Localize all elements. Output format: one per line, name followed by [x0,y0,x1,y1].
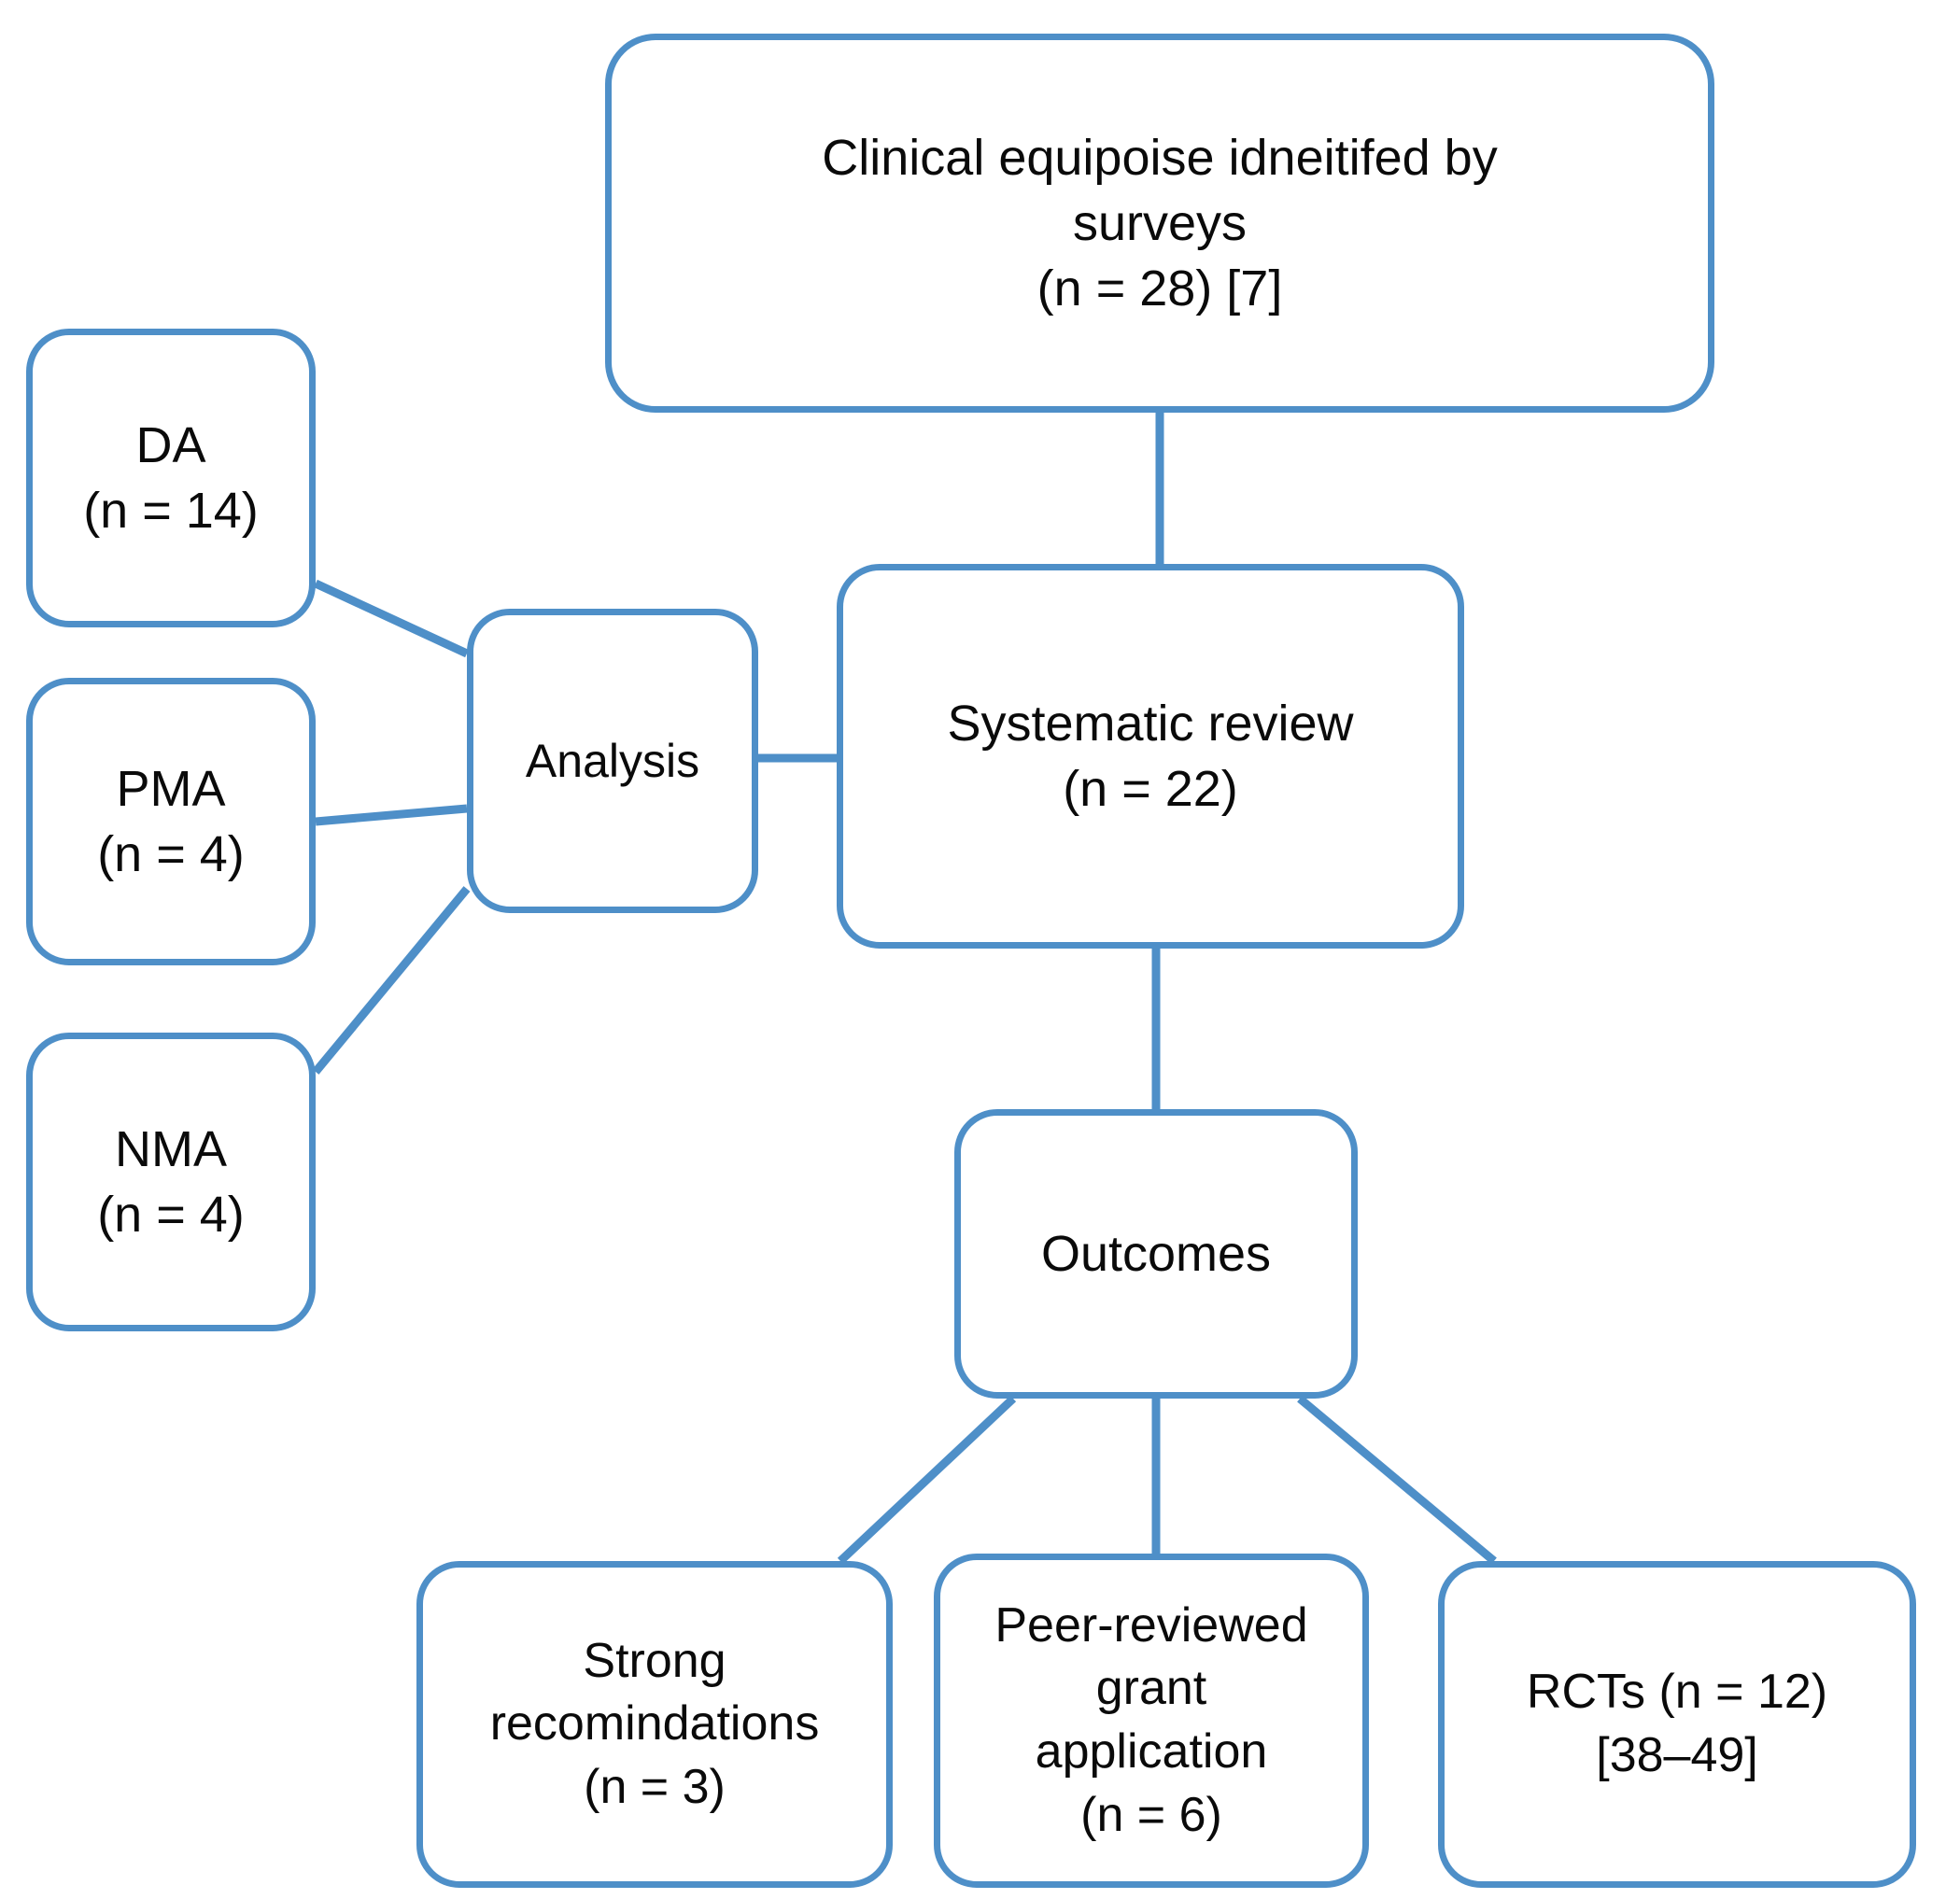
edge-outcomes-to-strong-recommendations [837,1395,1017,1565]
edge-da-to-analysis [314,579,469,658]
node-analysis-label: Analysis [525,734,700,787]
node-strong-recommendations[interactable]: Strong recomindations (n = 3) [416,1561,893,1888]
node-clinical-equipoise-label: Clinical equipoise idneitifed by surveys… [822,129,1498,317]
node-grant-application[interactable]: Peer-reviewed grant application (n = 6) [934,1554,1369,1888]
node-grant-application-label: Peer-reviewed grant application (n = 6) [994,1597,1308,1842]
node-strong-recommendations-label: Strong recomindations (n = 3) [489,1633,820,1814]
node-systematic-review[interactable]: Systematic review (n = 22) [837,564,1464,949]
node-systematic-review-label: Systematic review (n = 22) [947,695,1354,817]
node-outcomes-label: Outcomes [1040,1225,1272,1282]
node-da-label: DA (n = 14) [83,416,259,539]
edge-pma-to-analysis [315,804,468,826]
node-rcts[interactable]: RCTs (n = 12) [38–49] [1438,1561,1916,1888]
node-analysis[interactable]: Analysis [467,609,758,913]
edge-outcomes-to-rcts [1297,1395,1497,1565]
node-da[interactable]: DA (n = 14) [26,329,316,627]
node-rcts-label: RCTs (n = 12) [38–49] [1526,1665,1828,1782]
node-nma-label: NMA (n = 4) [97,1120,245,1243]
edge-nma-to-analysis [312,886,471,1075]
node-pma[interactable]: PMA (n = 4) [26,678,316,965]
node-nma[interactable]: NMA (n = 4) [26,1033,316,1331]
node-pma-label: PMA (n = 4) [97,760,245,882]
node-outcomes[interactable]: Outcomes [954,1109,1358,1399]
node-clinical-equipoise[interactable]: Clinical equipoise idneitifed by surveys… [605,34,1714,413]
